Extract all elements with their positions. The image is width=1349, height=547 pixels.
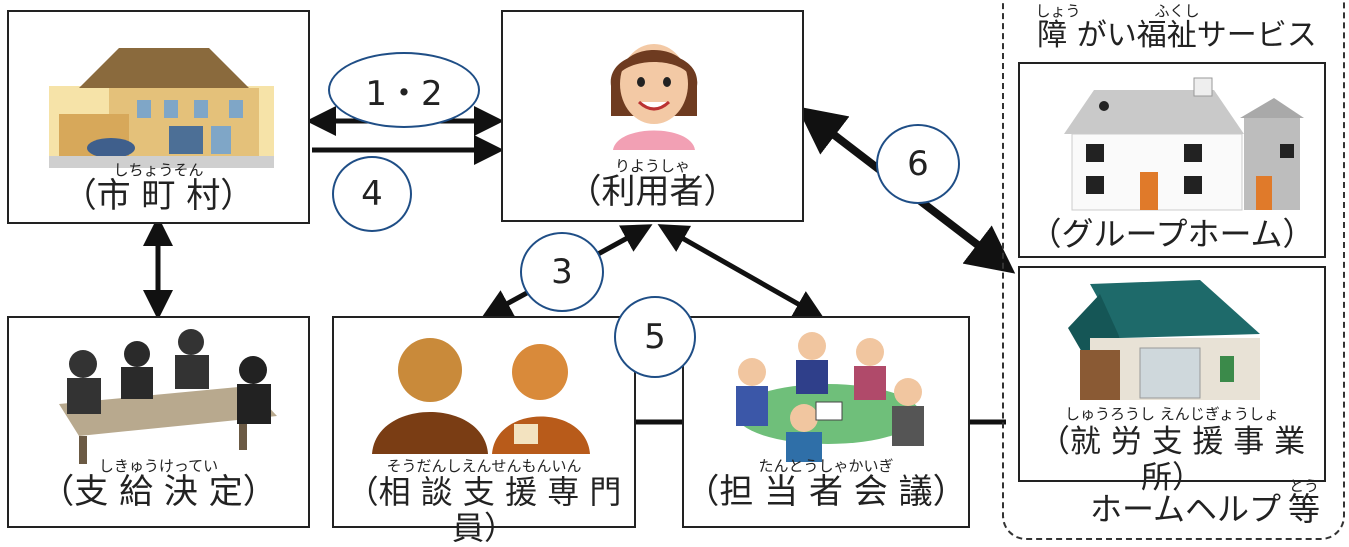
consultant-ruby: そうだんしえんせんもんいん (386, 457, 582, 475)
work-support-ruby: しゅうろうし えんじぎょうしょ (1064, 405, 1280, 423)
benefit-label: （支 給 決 定） (40, 472, 277, 512)
consultant-box: そうだんしえんせんもんいん （相 談 支 援 専 門 員） (332, 316, 636, 546)
step-3-marker: 3 (520, 232, 604, 312)
municipality-label: （市 町 村） (62, 176, 255, 216)
grouphome-box: （グループホーム） (1018, 62, 1326, 258)
grouphome-label: （グループホーム） (1029, 215, 1315, 253)
step-6-marker: 6 (876, 124, 960, 204)
meeting-box: たんとうしゃかいぎ （担 当 者 会 議） (682, 316, 970, 528)
work-support-building-icon (1068, 280, 1260, 400)
user-ruby: りようしゃ (614, 157, 690, 175)
consultant-label: （相 談 支 援 専 門 員） (346, 473, 622, 547)
work-support-box: しゅうろうし えんじぎょうしょ （就 労 支 援 事 業 所） (1018, 266, 1326, 496)
meeting-table-icon (59, 329, 277, 464)
homehelp-label: ホームヘルプ (1090, 490, 1282, 528)
user-avatar-icon (610, 44, 698, 150)
homehelp-to-label: 等 (1288, 490, 1321, 528)
homehelp-ruby: とう (1288, 477, 1319, 495)
benefit-box: しきゅうけってい （支 給 決 定） (7, 316, 310, 528)
user-label: （利用者） (567, 172, 738, 212)
services-title: 障 がい福祉サービス (1037, 18, 1317, 53)
municipality-ruby: しちょうそん (113, 161, 204, 179)
meeting-ruby: たんとうしゃかいぎ (758, 457, 894, 475)
service-ruby-sho: しょう (1035, 2, 1081, 20)
consultant-person-icon (372, 338, 590, 454)
meeting-label: （担 当 者 会 議） (685, 472, 967, 512)
work-support-label: （就 労 支 援 事 業 所） (1038, 424, 1306, 496)
user-box: りようしゃ （利用者） (501, 10, 804, 222)
grouphome-house-icon (1064, 77, 1304, 211)
benefit-ruby: しきゅうけってい (98, 457, 219, 475)
municipality-box: しちょうそん （市 町 村） (7, 10, 310, 224)
house-icon (49, 48, 274, 168)
group-meeting-icon (736, 332, 924, 462)
step-4-marker: 4 (332, 156, 412, 232)
step-1-2-marker: 1・2 (328, 52, 480, 128)
arrow-5 (657, 224, 825, 319)
service-ruby-fukushi: ふくし (1154, 2, 1200, 20)
step-5-marker: 5 (614, 296, 696, 378)
